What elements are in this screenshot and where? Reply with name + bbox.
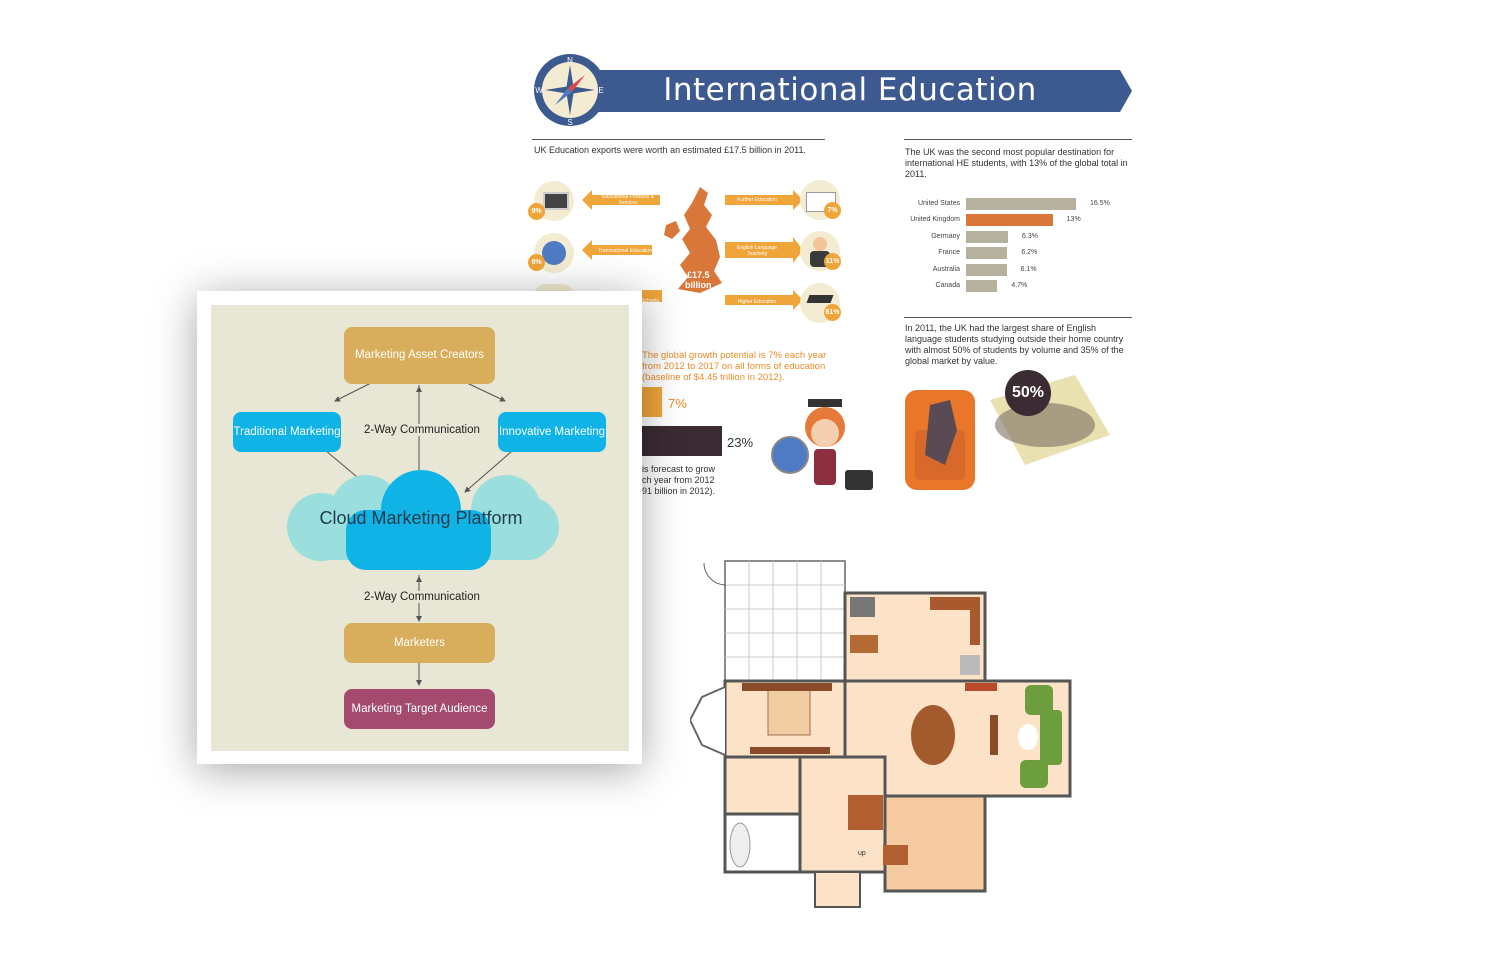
- destination-country: Australia: [932, 265, 960, 273]
- sector-label: Further Education: [737, 197, 777, 203]
- destination-value: 4.7%: [1011, 282, 1028, 289]
- english-share-badge: 50%: [1005, 370, 1051, 416]
- destination-value: 13%: [1066, 216, 1081, 224]
- compass-w: W: [535, 86, 543, 95]
- destination-value: 6.2%: [1021, 249, 1038, 257]
- exports-heading: UK Education exports were worth an estim…: [534, 145, 806, 155]
- destination-country: Germany: [931, 232, 960, 240]
- divider: [904, 139, 1132, 140]
- forecast-bar: [640, 426, 722, 456]
- sector-label: Educational Products & Services: [602, 194, 654, 206]
- compass-s: S: [567, 118, 572, 127]
- divider: [904, 317, 1132, 318]
- destination-country: United Kingdom: [910, 216, 960, 224]
- sector-arrows-left: [582, 190, 662, 302]
- sector-arrows-right: [725, 190, 803, 310]
- cloud-marketing-diagram: Marketing Asset Creators Traditional Mar…: [211, 305, 629, 751]
- sector-label: English Language Teaching: [736, 245, 778, 257]
- sector-percent: 8%: [528, 254, 545, 271]
- destination-bar: [966, 214, 1053, 227]
- compass-icon: N S E W: [534, 54, 606, 127]
- sector-percent: 11%: [824, 253, 841, 270]
- sector-percent: 7%: [824, 202, 841, 219]
- sector-percent: 61%: [824, 304, 841, 321]
- english-share-text: In 2011, the UK had the largest share of…: [905, 323, 1124, 366]
- compass-n: N: [567, 56, 573, 65]
- title-banner: [580, 70, 1132, 112]
- node-marketing-target-audience: Marketing Target Audience: [344, 689, 495, 729]
- node-marketing-asset-creators: Marketing Asset Creators: [344, 327, 495, 384]
- destination-value: 16.5%: [1090, 200, 1110, 207]
- laptop-icon: [534, 181, 574, 221]
- destination-bar: [966, 280, 998, 292]
- divider: [532, 139, 825, 140]
- edge-label-bottom: 2-Way Communication: [362, 591, 482, 603]
- growth-text: The global growth potential is 7% each y…: [642, 350, 827, 383]
- edge-label-top: 2-Way Communication: [362, 424, 482, 436]
- destination-bar: [966, 263, 1007, 276]
- compass-e: E: [598, 86, 603, 95]
- map-total-amount: £17.5: [686, 270, 710, 280]
- destination-bar: [966, 230, 1008, 243]
- growth-bar: [640, 387, 662, 417]
- sector-label: Schools: [641, 298, 659, 304]
- student-illustration: [771, 399, 873, 490]
- international-education-infographic: International Education N S E W UK Educa…: [520, 40, 1140, 510]
- sector-label: Transnational Education: [598, 248, 652, 254]
- infographic-title: International Education: [663, 72, 1037, 108]
- cloud-shape: [287, 470, 559, 570]
- destination-bar: [966, 198, 1076, 210]
- forecast-bar-label: 23%: [727, 435, 754, 450]
- map-total-unit: billion: [685, 280, 712, 290]
- node-innovative-marketing: Innovative Marketing: [498, 412, 606, 452]
- destination-bar: [966, 247, 1008, 260]
- diagram-connectors: [287, 382, 559, 686]
- stair-label: up: [858, 850, 866, 857]
- floor-plan: up: [690, 560, 1072, 908]
- destination-value: 6.3%: [1022, 232, 1038, 240]
- uk-map: [664, 187, 722, 293]
- sector-label: Higher Education: [737, 299, 777, 305]
- cloud-marketing-diagram-card: Marketing Asset Creators Traditional Mar…: [197, 291, 642, 764]
- destination-country: United States: [917, 200, 960, 207]
- node-cloud-marketing-platform: Cloud Marketing Platform: [319, 508, 523, 528]
- destination-country: France: [938, 249, 960, 257]
- destination-heading: The UK was the second most popular desti…: [905, 147, 1128, 179]
- node-marketers: Marketers: [344, 623, 495, 663]
- forecast-text: is forecast to grow ch year from 2012 91…: [642, 464, 716, 496]
- destination-value: 6.1%: [1020, 265, 1037, 273]
- growth-bar-label: 7%: [668, 396, 687, 411]
- sector-percent: 9%: [528, 203, 545, 220]
- destination-country: Canada: [935, 282, 960, 289]
- map-total: £17.5 billion: [685, 270, 712, 290]
- node-traditional-marketing: Traditional Marketing: [233, 412, 341, 452]
- globe-icon: [534, 233, 574, 273]
- destination-bar-chart: United States 16.5% United Kingdom 13% Germa…: [900, 198, 1140, 298]
